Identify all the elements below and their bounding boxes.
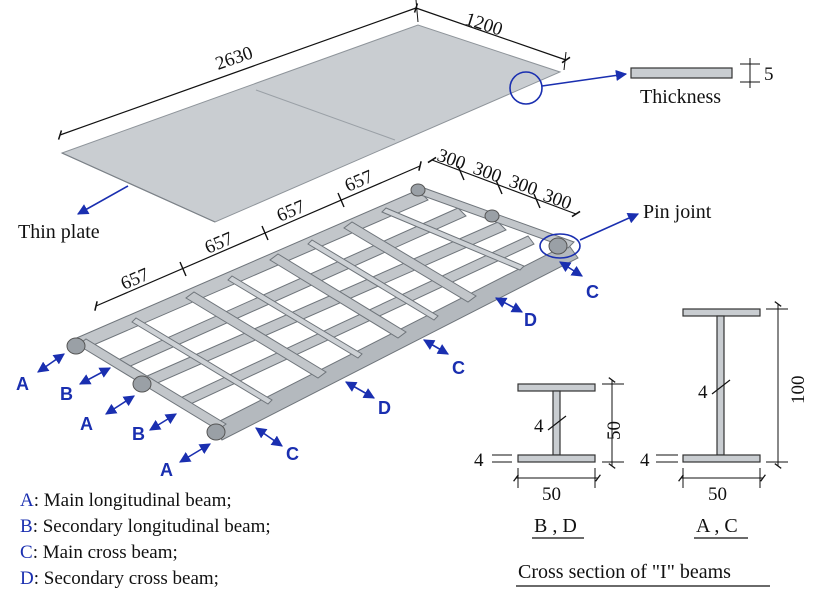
large-height-label: 100 (788, 376, 809, 405)
sections-caption: Cross section of "I" beams (516, 561, 770, 587)
large-width-label: 50 (708, 484, 727, 505)
pin-joint-label: Pin joint (643, 201, 712, 223)
i-section-large: 100 4 4 50 A , C (640, 301, 809, 539)
tag-d-2: D (524, 310, 537, 330)
tag-a-1: A (16, 374, 29, 394)
tag-a-2: A (80, 414, 93, 434)
legend-item-d: D: Secondary cross beam; (20, 568, 219, 589)
tag-d-1: D (378, 398, 391, 418)
beam-frame (71, 187, 579, 441)
tag-c-1: C (286, 444, 299, 464)
tag-c-2: C (452, 358, 465, 378)
thickness-value: 5 (764, 64, 774, 85)
small-flange-label: 4 (474, 450, 484, 471)
spacing-1-label: 300 (434, 145, 468, 174)
plate-dimensions: 2630 1200 (57, 0, 571, 140)
beam-tags: A B A B A C D C D C (16, 261, 599, 480)
plate-width-label: 1200 (462, 9, 505, 41)
small-height-label: 50 (604, 421, 625, 440)
spacing-2-label: 300 (470, 158, 504, 187)
tag-a-3: A (160, 460, 173, 480)
pin-end-3 (206, 423, 226, 441)
small-web-label: 4 (534, 416, 544, 437)
span-2-label: 657 (202, 228, 236, 258)
tag-c-3: C (586, 282, 599, 302)
legend-item-a: A: Main longitudinal beam; (20, 490, 232, 511)
pin-end-6 (548, 237, 568, 255)
thickness-bar (630, 67, 733, 79)
thin-plate (60, 24, 562, 223)
thickness-highlight-circle (509, 71, 543, 105)
sections-caption-text: Cross section of "I" beams (518, 561, 731, 583)
span-1-label: 657 (118, 264, 152, 294)
small-section-name: B , D (534, 515, 577, 537)
tag-b-2: B (132, 424, 145, 444)
large-web-label: 4 (698, 382, 708, 403)
pin-joint-highlight (539, 233, 581, 259)
large-section-name: A , C (696, 515, 738, 537)
span-3-label: 657 (274, 196, 308, 226)
legend-item-c: C: Main cross beam; (20, 542, 178, 563)
small-width-label: 50 (542, 484, 561, 505)
pin-end-5 (484, 209, 500, 223)
secondary-cross-beam-1 (131, 317, 273, 405)
tag-b-1: B (60, 384, 73, 404)
plate-length-label: 2630 (213, 43, 256, 75)
thin-plate-label: Thin plate (18, 221, 100, 243)
pin-end-2 (132, 375, 152, 393)
spacing-4-label: 300 (540, 185, 574, 214)
thin-plate-callout: Thin plate (18, 185, 129, 243)
beam-legend: A: Main longitudinal beam; B: Secondary … (20, 488, 271, 592)
large-flange-label: 4 (640, 450, 650, 471)
thickness-callout: 5 Thickness (509, 58, 774, 108)
legend-item-b: B: Secondary longitudinal beam; (20, 516, 271, 537)
pin-joint-callout: Pin joint (539, 201, 712, 259)
pin-end-4 (410, 183, 426, 197)
i-section-small: 50 4 4 50 B , D (474, 377, 625, 539)
thickness-label: Thickness (640, 86, 721, 108)
span-4-label: 657 (342, 166, 376, 196)
pin-end-1 (66, 337, 86, 355)
